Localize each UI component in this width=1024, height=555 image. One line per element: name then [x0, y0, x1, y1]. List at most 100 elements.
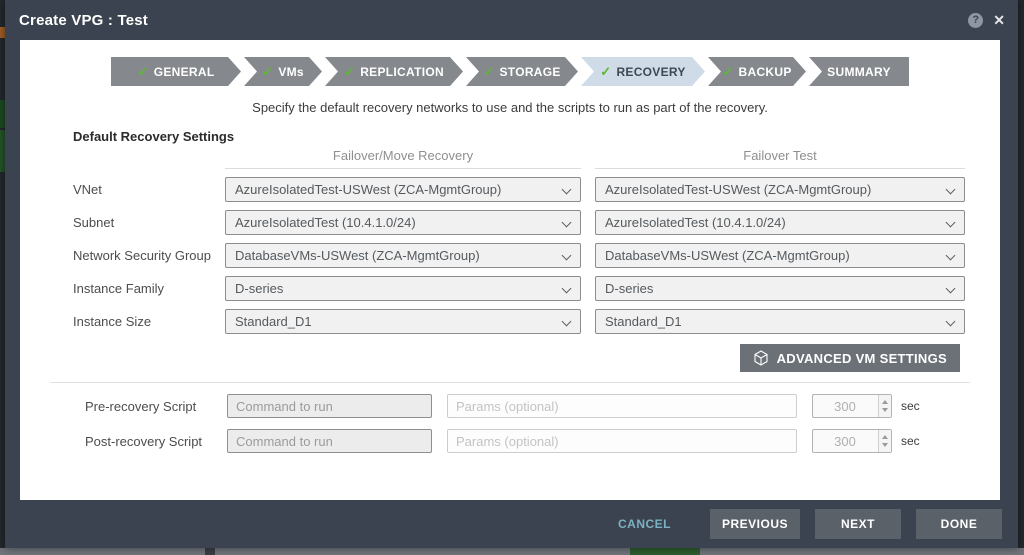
wizard-step-backup[interactable]: ✓ BACKUP [708, 57, 806, 86]
select-value: AzureIsolatedTest-USWest (ZCA-MgmtGroup) [235, 182, 502, 197]
column-headers: Failover/Move Recovery Failover Test [73, 148, 1000, 169]
wizard-step-label: STORAGE [499, 64, 561, 79]
vnet-failover-test-select[interactable]: AzureIsolatedTest-USWest (ZCA-MgmtGroup) [595, 177, 965, 202]
dialog-footer: CANCEL PREVIOUS NEXT DONE [5, 500, 1018, 548]
background-app-accent [0, 100, 5, 128]
advanced-settings-wrap: ADVANCED VM SETTINGS [20, 344, 960, 372]
background-app-sliver-bottom [0, 548, 1024, 555]
spinner-down-icon[interactable] [882, 443, 888, 447]
chevron-down-icon [945, 316, 956, 327]
chevron-down-icon [945, 250, 956, 261]
chevron-down-icon [561, 283, 572, 294]
select-value: Standard_D1 [235, 314, 312, 329]
step-description: Specify the default recovery networks to… [252, 100, 768, 115]
chevron-down-icon [561, 217, 572, 228]
wizard-step-vms[interactable]: ✓ VMs [244, 57, 322, 86]
spinner-up-icon[interactable] [882, 400, 888, 404]
done-button[interactable]: DONE [916, 509, 1002, 539]
cancel-button[interactable]: CANCEL [618, 517, 671, 531]
table-row-instance-size: Instance Size Standard_D1 Standard_D1 [73, 309, 1000, 334]
pre-recovery-command-input[interactable] [227, 394, 432, 418]
titlebar-icons: ? ✕ [968, 12, 1008, 29]
check-icon: ✓ [137, 63, 149, 79]
wizard-step-replication[interactable]: ✓ REPLICATION [325, 57, 463, 86]
wizard-step-label: GENERAL [153, 64, 215, 79]
section-title: Default Recovery Settings [73, 129, 235, 144]
table-row-instance-family: Instance Family D-series D-series [73, 276, 1000, 301]
next-button[interactable]: NEXT [815, 509, 901, 539]
select-value: AzureIsolatedTest-USWest (ZCA-MgmtGroup) [605, 182, 872, 197]
post-recovery-command-input[interactable] [227, 429, 432, 453]
dialog-title: Create VPG : Test [19, 11, 148, 29]
select-value: D-series [605, 281, 654, 296]
check-icon: ✓ [600, 63, 612, 79]
pre-recovery-timeout-stepper [812, 394, 892, 418]
chevron-down-icon [561, 184, 572, 195]
instance-family-failover-move-select[interactable]: D-series [225, 276, 581, 301]
subnet-failover-move-select[interactable]: AzureIsolatedTest (10.4.1.0/24) [225, 210, 581, 235]
row-label: Network Security Group [73, 248, 211, 263]
wizard-step-general[interactable]: ✓ GENERAL [111, 57, 241, 86]
pre-recovery-params-input[interactable] [447, 394, 797, 418]
chevron-down-icon [945, 283, 956, 294]
instance-size-failover-move-select[interactable]: Standard_D1 [225, 309, 581, 334]
background-app-accent [205, 548, 215, 555]
wizard-step-recovery[interactable]: ✓ RECOVERY [581, 57, 705, 86]
row-label: VNet [73, 182, 102, 197]
select-value: DatabaseVMs-USWest (ZCA-MgmtGroup) [605, 248, 850, 263]
row-label: Instance Size [73, 314, 152, 329]
spinner-buttons[interactable] [878, 395, 891, 417]
help-icon[interactable]: ? [968, 12, 984, 28]
nsg-failover-test-select[interactable]: DatabaseVMs-USWest (ZCA-MgmtGroup) [595, 243, 965, 268]
wizard-step-label: BACKUP [738, 64, 792, 79]
background-app-accent [630, 548, 700, 555]
wizard-step-label: RECOVERY [616, 64, 686, 79]
spinner-down-icon[interactable] [882, 408, 888, 412]
column-header-failover-test: Failover Test [595, 148, 965, 169]
chevron-down-icon [561, 316, 572, 327]
advanced-vm-settings-button[interactable]: ADVANCED VM SETTINGS [739, 344, 960, 372]
wizard-step-label: SUMMARY [827, 64, 891, 79]
select-value: AzureIsolatedTest (10.4.1.0/24) [235, 215, 416, 230]
row-label: Instance Family [73, 281, 165, 296]
wizard-step-summary[interactable]: SUMMARY [809, 57, 909, 86]
check-icon: ✓ [483, 63, 495, 79]
table-row-network-security-group: Network Security Group DatabaseVMs-USWes… [73, 243, 1000, 268]
wizard-step-storage[interactable]: ✓ STORAGE [466, 57, 578, 86]
check-icon: ✓ [262, 63, 274, 79]
select-value: Standard_D1 [605, 314, 682, 329]
previous-button[interactable]: PREVIOUS [710, 509, 800, 539]
nsg-failover-move-select[interactable]: DatabaseVMs-USWest (ZCA-MgmtGroup) [225, 243, 581, 268]
column-header-failover-move: Failover/Move Recovery [225, 148, 581, 169]
spinner-up-icon[interactable] [882, 435, 888, 439]
spinner-buttons[interactable] [878, 430, 891, 452]
dialog-titlebar: Create VPG : Test ? ✕ [5, 0, 1018, 40]
instance-size-failover-test-select[interactable]: Standard_D1 [595, 309, 965, 334]
post-recovery-params-input[interactable] [447, 429, 797, 453]
section-divider [50, 382, 970, 383]
table-row-subnet: Subnet AzureIsolatedTest (10.4.1.0/24) A… [73, 210, 1000, 235]
advanced-vm-settings-label: ADVANCED VM SETTINGS [776, 350, 947, 366]
subnet-failover-test-select[interactable]: AzureIsolatedTest (10.4.1.0/24) [595, 210, 965, 235]
wizard-step-label: REPLICATION [360, 64, 444, 79]
background-app-accent [0, 130, 5, 172]
chevron-down-icon [561, 250, 572, 261]
wizard-step-label: VMs [278, 64, 304, 79]
post-recovery-timeout-stepper [812, 429, 892, 453]
post-recovery-script-row: Post-recovery Script sec [85, 429, 1000, 453]
script-label: Post-recovery Script [85, 433, 203, 449]
vnet-failover-move-select[interactable]: AzureIsolatedTest-USWest (ZCA-MgmtGroup) [225, 177, 581, 202]
background-app-sliver-left [0, 0, 5, 555]
background-app-accent [0, 27, 5, 38]
seconds-unit-label: sec [901, 434, 920, 448]
create-vpg-dialog: Create VPG : Test ? ✕ ✓ GENERAL ✓ VMs ✓ … [5, 0, 1018, 548]
instance-family-failover-test-select[interactable]: D-series [595, 276, 965, 301]
close-icon[interactable]: ✕ [993, 11, 1005, 28]
chevron-down-icon [945, 184, 956, 195]
background-app-sliver-right [1018, 0, 1024, 555]
select-value: DatabaseVMs-USWest (ZCA-MgmtGroup) [235, 248, 480, 263]
select-value: D-series [235, 281, 284, 296]
cube-icon [754, 350, 768, 366]
wizard-steps: ✓ GENERAL ✓ VMs ✓ REPLICATION ✓ STORAGE … [20, 57, 1000, 86]
